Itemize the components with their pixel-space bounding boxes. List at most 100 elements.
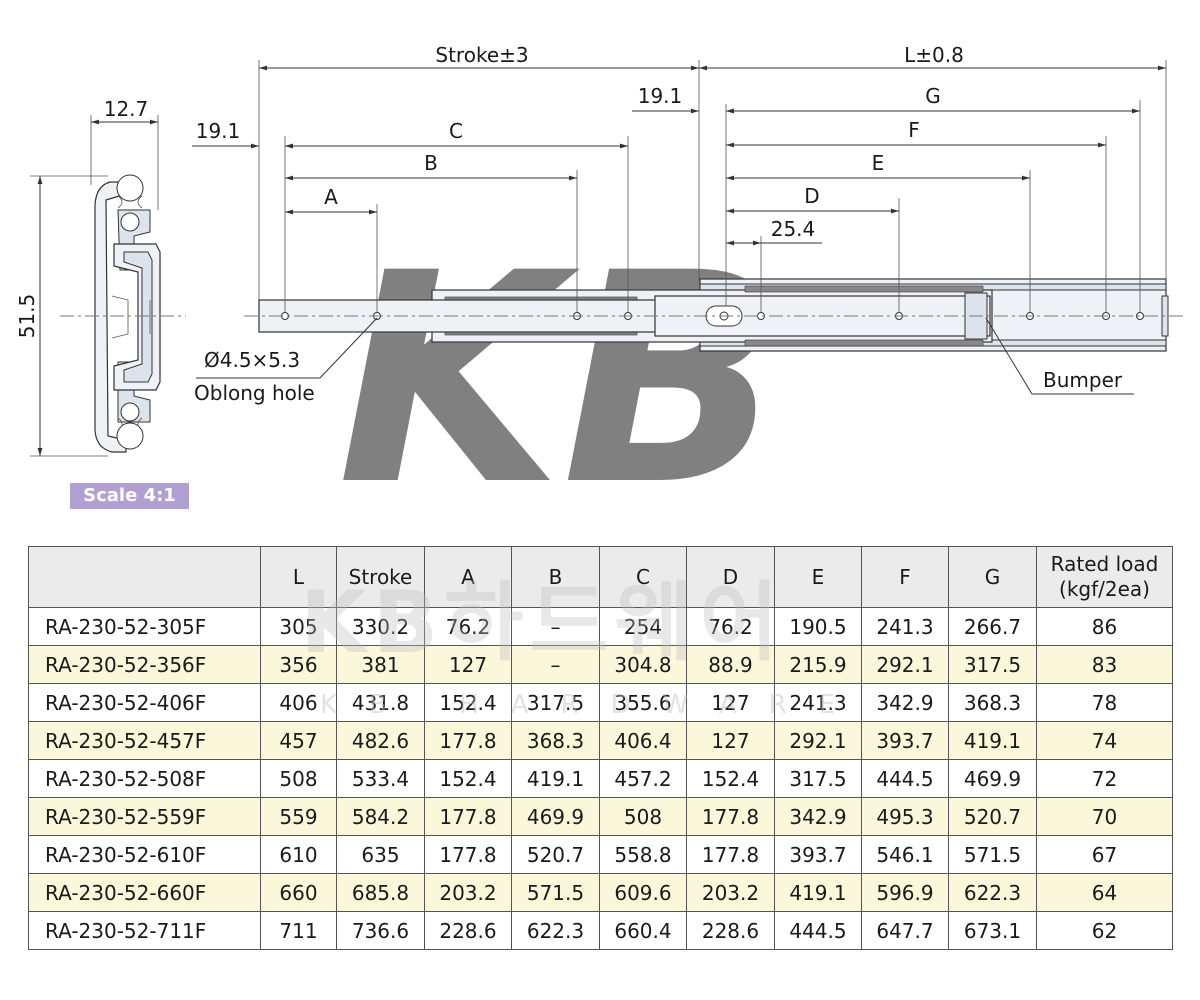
value-cell: 520.7 xyxy=(948,797,1037,836)
value-cell: 469.9 xyxy=(511,797,600,836)
model-cell: RA-230-52-559F xyxy=(28,797,261,836)
value-cell: 559 xyxy=(260,797,337,836)
value-cell: 558.8 xyxy=(599,835,687,874)
header-cell: C xyxy=(599,546,687,608)
value-cell: 215.9 xyxy=(774,645,862,684)
model-cell: RA-230-52-406F xyxy=(28,683,261,722)
value-cell: 635 xyxy=(336,835,425,874)
header-cell: L xyxy=(260,546,337,608)
value-cell: 406.4 xyxy=(599,721,687,760)
height-dim: 51.5 xyxy=(15,294,39,339)
value-cell: 571.5 xyxy=(948,835,1037,874)
model-cell: RA-230-52-711F xyxy=(28,911,261,950)
value-cell: 444.5 xyxy=(861,759,949,798)
left-offset-dim: 19.1 xyxy=(196,119,241,143)
side-view-dimensions: Stroke±3 L±0.8 19.1 C B A 19.1 G F E D xyxy=(192,43,1167,405)
value-cell: 304.8 xyxy=(599,645,687,684)
value-cell: 64 xyxy=(1036,873,1173,912)
value-cell: 736.6 xyxy=(336,911,425,950)
header-cell: B xyxy=(511,546,600,608)
header-cell: A xyxy=(424,546,512,608)
value-cell: 127 xyxy=(424,645,512,684)
value-cell: 482.6 xyxy=(336,721,425,760)
value-cell: 254 xyxy=(599,607,687,646)
value-cell: 610 xyxy=(260,835,337,874)
value-cell: 457 xyxy=(260,721,337,760)
slide-side-view xyxy=(244,278,1186,352)
f-dim: F xyxy=(908,118,920,142)
model-cell: RA-230-52-305F xyxy=(28,607,261,646)
header-cell: D xyxy=(686,546,775,608)
value-cell: 406 xyxy=(260,683,337,722)
value-cell: 469.9 xyxy=(948,759,1037,798)
value-cell: 127 xyxy=(686,683,775,722)
value-cell: 444.5 xyxy=(774,911,862,950)
value-cell: 177.8 xyxy=(424,797,512,836)
header-model xyxy=(28,546,261,608)
value-cell: 241.3 xyxy=(861,607,949,646)
value-cell: 76.2 xyxy=(424,607,512,646)
value-cell: 292.1 xyxy=(861,645,949,684)
value-cell: 609.6 xyxy=(599,873,687,912)
value-cell: 393.7 xyxy=(774,835,862,874)
value-cell: 62 xyxy=(1036,911,1173,950)
value-cell: 584.2 xyxy=(336,797,425,836)
model-cell: RA-230-52-457F xyxy=(28,721,261,760)
value-cell: 419.1 xyxy=(511,759,600,798)
value-cell: 368.3 xyxy=(948,683,1037,722)
value-cell: 660 xyxy=(260,873,337,912)
g-dim: G xyxy=(925,84,941,108)
value-cell: 571.5 xyxy=(511,873,600,912)
value-cell: 596.9 xyxy=(861,873,949,912)
value-cell: 419.1 xyxy=(774,873,862,912)
value-cell: 266.7 xyxy=(948,607,1037,646)
value-cell: 355.6 xyxy=(599,683,687,722)
scale-badge: Scale 4:1 xyxy=(70,483,189,509)
value-cell: 317.5 xyxy=(948,645,1037,684)
value-cell: 342.9 xyxy=(774,797,862,836)
value-cell: 685.8 xyxy=(336,873,425,912)
value-cell: 381 xyxy=(336,645,425,684)
header-cell: G xyxy=(948,546,1037,608)
value-cell: 177.8 xyxy=(686,797,775,836)
value-cell: 76.2 xyxy=(686,607,775,646)
model-cell: RA-230-52-610F xyxy=(28,835,261,874)
first-hole-dim: 25.4 xyxy=(771,217,816,241)
value-cell: 330.2 xyxy=(336,607,425,646)
header-cell: F xyxy=(861,546,949,608)
cross-section: 12.7 51.5 xyxy=(15,97,186,457)
model-cell: RA-230-52-356F xyxy=(28,645,261,684)
value-cell: 228.6 xyxy=(424,911,512,950)
value-cell: 228.6 xyxy=(686,911,775,950)
value-cell: 495.3 xyxy=(861,797,949,836)
value-cell: 520.7 xyxy=(511,835,600,874)
value-cell: 305 xyxy=(260,607,337,646)
hole-size-label: Ø4.5×5.3 xyxy=(204,348,300,372)
value-cell: 533.4 xyxy=(336,759,425,798)
value-cell: 711 xyxy=(260,911,337,950)
value-cell: 88.9 xyxy=(686,645,775,684)
technical-drawing: KB 12.7 51.5 xyxy=(15,43,1186,530)
kb-logo-watermark: KB xyxy=(337,212,783,530)
value-cell: 127 xyxy=(686,721,775,760)
a-dim: A xyxy=(324,185,338,209)
bumper-label: Bumper xyxy=(1043,368,1123,392)
value-cell: 83 xyxy=(1036,645,1173,684)
value-cell: 317.5 xyxy=(774,759,862,798)
value-cell: 673.1 xyxy=(948,911,1037,950)
e-dim: E xyxy=(872,151,885,175)
value-cell: 368.3 xyxy=(511,721,600,760)
b-dim: B xyxy=(424,151,438,175)
value-cell: 203.2 xyxy=(686,873,775,912)
width-dim: 12.7 xyxy=(104,97,149,121)
value-cell: 74 xyxy=(1036,721,1173,760)
